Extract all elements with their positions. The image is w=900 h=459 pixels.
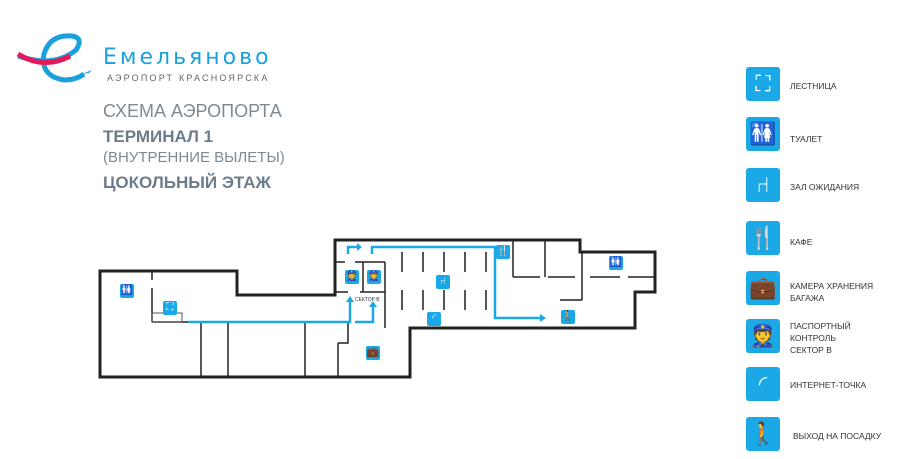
stairs-icon: ⛶ (163, 301, 177, 315)
cafe-icon: 🍴 (746, 221, 780, 255)
logo-subtitle: АЭРОПОРТ КРАСНОЯРСКА (107, 73, 270, 83)
legend-label: ЗАЛ ОЖИДАНИЯ (790, 182, 860, 192)
toilet-icon: 🚻 (609, 256, 623, 270)
wifi-icon: ◜ (746, 367, 780, 401)
inner-walls (151, 240, 655, 377)
waiting-room-icon: ⑁ (746, 168, 780, 202)
legend-label: ИНТЕРНЕТ-ТОЧКА (790, 380, 867, 390)
luggage-storage-icon: 💼 (366, 346, 380, 360)
terminal-note: (ВНУТРЕННИЕ ВЫЛЕТЫ) (103, 149, 285, 166)
page-title: СХЕМА АЭРОПОРТА (103, 101, 282, 121)
seat-rows (401, 252, 487, 310)
passport-control-icon: 👮 (367, 270, 381, 284)
boarding-gate-icon: 🚶 (561, 310, 575, 324)
boarding-gate-icon: 🚶 (746, 417, 780, 451)
outer-walls (98, 238, 657, 379)
legend-label: ВЫХОД НА ПОСАДКУ (793, 431, 882, 441)
luggage-storage-icon: 💼 (746, 271, 780, 305)
legend-label: КАМЕРА ХРАНЕНИЯ БАГАЖА (790, 281, 874, 303)
wifi-icon: ◜ (427, 312, 441, 326)
legend-label: ПАСПОРТНЫЙ КОНТРОЛЬ СЕКТОР В (790, 321, 851, 355)
stairs-icon: ⛶ (746, 67, 780, 101)
terminal-title: ТЕРМИНАЛ 1 (103, 127, 214, 146)
legend-label: ТУАЛЕТ (790, 134, 823, 144)
legend-label: КАФЕ (790, 237, 813, 247)
toilet-icon: 🚻 (120, 284, 134, 298)
floor-title: ЦОКОЛЬНЫЙ ЭТАЖ (103, 173, 271, 192)
passport-control-icon: 👮 (345, 270, 359, 284)
waiting-room-icon: ⑁ (436, 275, 450, 289)
sector-label: СЕКТОР В (355, 297, 380, 303)
logo-name: Емельяново (103, 45, 272, 70)
route-arrows (346, 243, 546, 322)
passport-control-icon: 👮 (746, 319, 780, 353)
legend-label: ЛЕСТНИЦА (790, 81, 837, 91)
toilet-icon: 🚻 (746, 117, 780, 151)
route-path (188, 245, 540, 324)
logo-mark (16, 33, 92, 83)
cafe-icon: 🍴 (496, 245, 510, 259)
